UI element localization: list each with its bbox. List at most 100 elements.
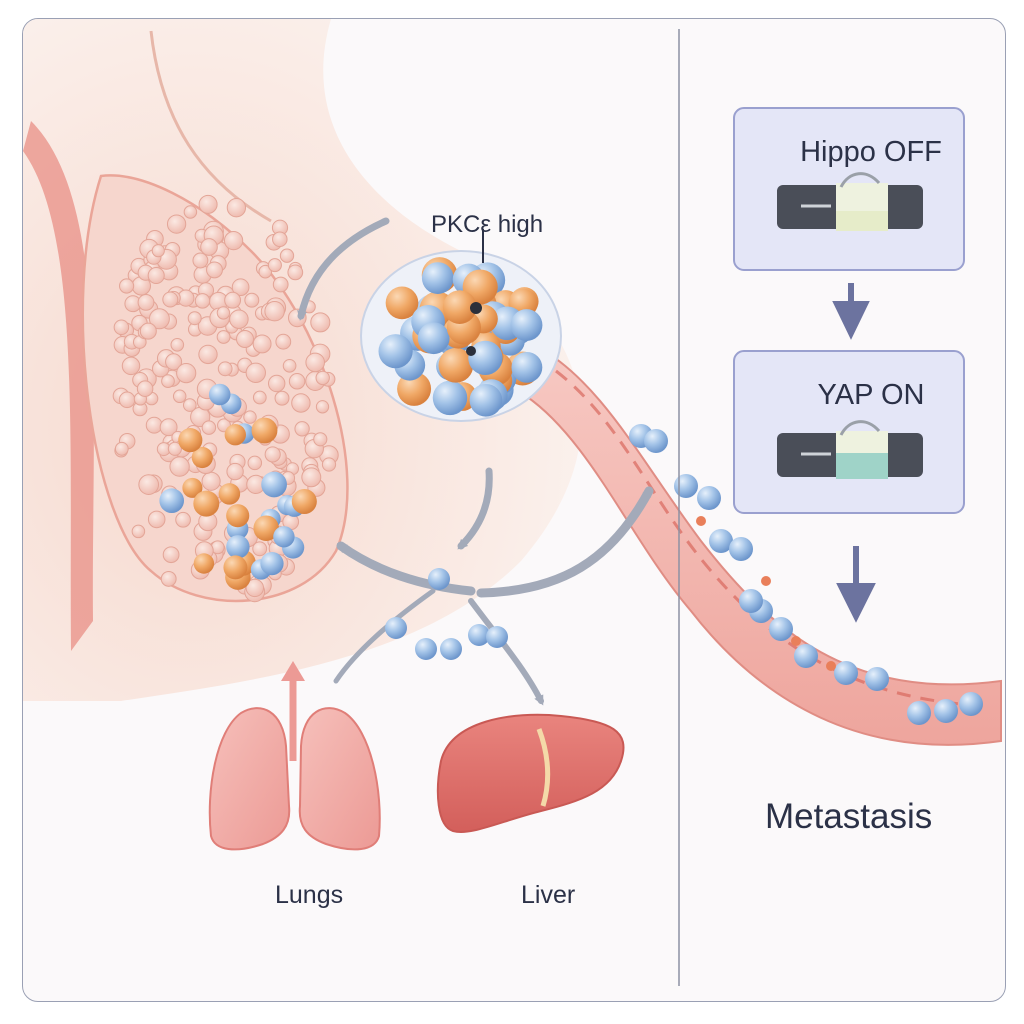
diagram-scene <box>23 19 1002 986</box>
tissue-cell <box>235 329 255 349</box>
tissue-cell <box>183 205 198 219</box>
tissue-cell <box>244 292 260 308</box>
tissue-cell <box>287 264 304 281</box>
tissue-cell <box>137 294 155 311</box>
figure-panel: PKCε high Lungs Liver Metastasis Hippo O… <box>22 18 1006 1002</box>
tumor-cell <box>421 262 454 294</box>
tissue-cell <box>288 373 306 390</box>
tumor-cell <box>223 555 248 580</box>
circulating-cell <box>865 667 889 691</box>
tumor-cell <box>511 351 543 383</box>
tumor-cell <box>469 383 503 417</box>
trachea-arrowhead <box>281 661 305 681</box>
liver-ligament <box>536 728 551 807</box>
arrow-curve-to-breast <box>297 217 390 321</box>
tissue-cell <box>113 319 130 336</box>
tissue-cell <box>229 309 249 329</box>
tissue-cell <box>206 261 223 279</box>
circulating-cell <box>709 529 733 553</box>
tissue-cell <box>145 416 163 434</box>
tissue-cell <box>162 291 179 308</box>
tissue-cell <box>217 361 233 377</box>
tissue-cell <box>169 456 190 477</box>
tissue-cell <box>138 474 160 495</box>
lungs-icon <box>208 661 381 851</box>
tissue-cell <box>245 362 266 383</box>
tissue-cell <box>226 462 244 481</box>
tissue-cell <box>223 230 244 251</box>
tissue-cell <box>114 441 129 456</box>
skin-contour <box>149 30 272 223</box>
tissue-cell <box>272 276 289 293</box>
tumor-cell <box>191 446 213 469</box>
tissue-cell <box>176 362 197 384</box>
yap-on-label: YAP ON <box>817 379 925 411</box>
disseminating-cell <box>415 638 437 660</box>
tissue-cell <box>119 278 135 294</box>
tissue-cell <box>194 293 211 309</box>
disseminating-cell <box>440 638 462 660</box>
tissue-cell <box>182 398 197 412</box>
tissue-cell <box>136 380 154 397</box>
tumor-cell <box>385 286 419 320</box>
lungs-label: Lungs <box>275 881 344 909</box>
tissue-cell <box>161 374 175 388</box>
tumor-cell <box>417 322 450 355</box>
circulating-tumor-cells <box>629 424 983 725</box>
blood-cell <box>791 636 801 646</box>
tissue-cell <box>147 266 165 285</box>
breast-tissue-illustration <box>23 19 582 701</box>
tissue-cell <box>201 420 217 435</box>
tissue-cell <box>315 400 330 414</box>
hippo-box <box>733 107 965 271</box>
circulating-cell <box>769 617 793 641</box>
tissue-cell <box>243 410 257 424</box>
tissue-cell <box>166 214 187 234</box>
tissue-cell <box>291 393 311 413</box>
circulating-cell <box>959 692 983 716</box>
tissue-cell <box>224 291 242 309</box>
liver-label: Liver <box>521 881 576 909</box>
muscle-band <box>23 121 94 651</box>
arrow-to-liver <box>468 598 544 706</box>
pkc-high-label: PKCε high <box>431 211 544 238</box>
tumor-cell <box>260 551 284 576</box>
hippo-off-label: Hippo OFF <box>800 136 942 168</box>
tissue-cell <box>175 511 191 528</box>
blood-cell <box>696 516 706 526</box>
tumor-cell <box>226 504 250 528</box>
tissue-cell <box>148 308 170 330</box>
tumor-cell <box>468 340 503 376</box>
circulating-cell <box>729 537 753 561</box>
tissue-cell <box>267 258 282 273</box>
tissue-cell <box>310 312 331 333</box>
tissue-cell <box>201 471 221 491</box>
tumor-cell <box>193 553 215 574</box>
right-lung <box>298 707 381 851</box>
tumor-cell <box>218 483 241 505</box>
tissue-cell <box>252 390 267 405</box>
tissue-cell <box>264 446 281 463</box>
tissue-cell <box>162 546 180 564</box>
tumor-cell <box>273 526 295 548</box>
blood-vessel-icon <box>524 344 1002 746</box>
tissue-cell <box>170 337 185 352</box>
tumor-cell <box>397 371 432 406</box>
tissue-cell <box>160 570 177 587</box>
tumor-cell <box>224 424 246 446</box>
tissue-cell <box>294 421 310 437</box>
tumor-cell <box>438 347 474 383</box>
arrow-from-tumor-down <box>457 467 493 550</box>
tissue-cell <box>216 306 231 320</box>
arrow-icon <box>297 217 654 706</box>
tissue-cell <box>165 353 183 371</box>
liver-body <box>436 713 625 833</box>
circulating-cell <box>934 699 958 723</box>
circulating-cell <box>794 644 818 668</box>
cell-nucleus <box>470 302 482 314</box>
disseminating-cell <box>486 626 508 648</box>
tissue-cell <box>275 333 292 350</box>
tumor-cell <box>378 334 413 369</box>
tissue-cell <box>118 391 136 409</box>
tissue-cell <box>274 390 290 406</box>
